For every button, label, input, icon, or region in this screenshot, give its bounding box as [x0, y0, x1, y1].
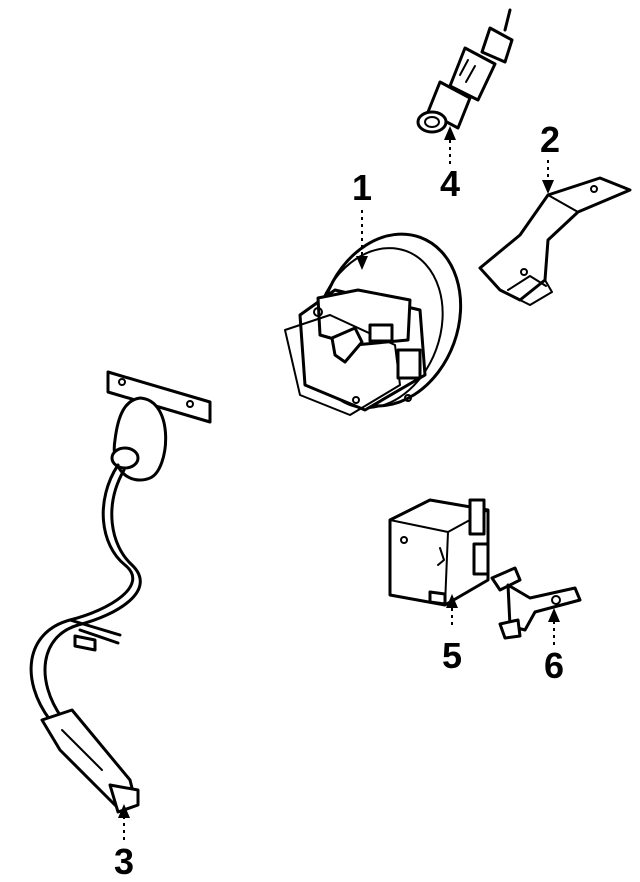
- callout-2: 2: [540, 119, 560, 160]
- callout-3: 3: [114, 841, 134, 882]
- callout-4: 4: [440, 163, 460, 204]
- part-6-switch: [490, 566, 582, 640]
- part-3-cable: [29, 370, 212, 814]
- part-4-sensor: [416, 8, 514, 134]
- callout-leaders: [118, 126, 560, 840]
- part-5-module: [388, 498, 490, 607]
- callout-5: 5: [442, 635, 462, 676]
- callout-6: 6: [544, 645, 564, 686]
- callout-1: 1: [352, 167, 372, 208]
- part-1-servo: [284, 232, 463, 416]
- part-2-bracket: [478, 176, 632, 306]
